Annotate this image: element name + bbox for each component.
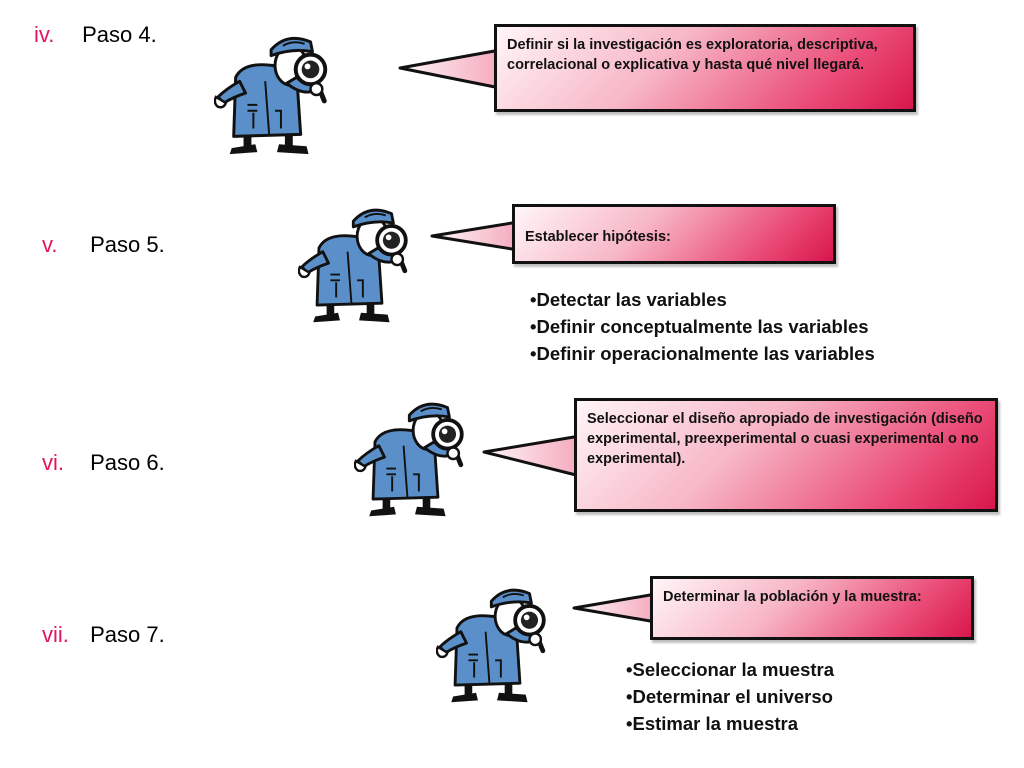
step-7-bullet-list: •Seleccionar la muestra •Determinar el u… [626, 656, 834, 737]
bubble-text: Determinar la población y la muestra: [663, 589, 922, 605]
step-5-heading: v. Paso 5. [42, 232, 165, 258]
bubble-text: Definir si la investigación es explorato… [507, 37, 878, 73]
step-number: vi. [42, 450, 64, 475]
bubble-text: Seleccionar el diseño apropiado de inves… [587, 411, 983, 467]
step-number: iv. [34, 22, 55, 47]
step-6-heading: vi. Paso 6. [42, 450, 165, 476]
step-label: Paso 6. [90, 450, 165, 475]
list-item: •Determinar el universo [626, 686, 833, 707]
step-label: Paso 4. [82, 22, 157, 47]
list-item: •Definir conceptualmente las variables [530, 316, 869, 337]
step-5-speech-bubble: Establecer hipótesis: [512, 204, 836, 264]
step-4-speech-bubble: Definir si la investigación es explorato… [494, 24, 916, 112]
step-label: Paso 7. [90, 622, 165, 647]
list-item: •Seleccionar la muestra [626, 659, 835, 680]
list-item: •Definir operacionalmente las variables [530, 343, 875, 364]
step-5-bullet-list: •Detectar las variables •Definir concept… [530, 286, 875, 367]
step-7-speech-bubble: Determinar la población y la muestra: [650, 576, 974, 640]
list-item: •Detectar las variables [530, 289, 727, 310]
step-6-speech-bubble: Seleccionar el diseño apropiado de inves… [574, 398, 998, 512]
step-4-heading: iv. Paso 4. [34, 22, 157, 48]
step-7-heading: vii. Paso 7. [42, 622, 165, 648]
step-label: Paso 5. [90, 232, 165, 257]
step-number: v. [42, 232, 58, 257]
step-number: vii. [42, 622, 69, 647]
bubble-text: Establecer hipótesis: [525, 229, 671, 245]
list-item: •Estimar la muestra [626, 713, 799, 734]
